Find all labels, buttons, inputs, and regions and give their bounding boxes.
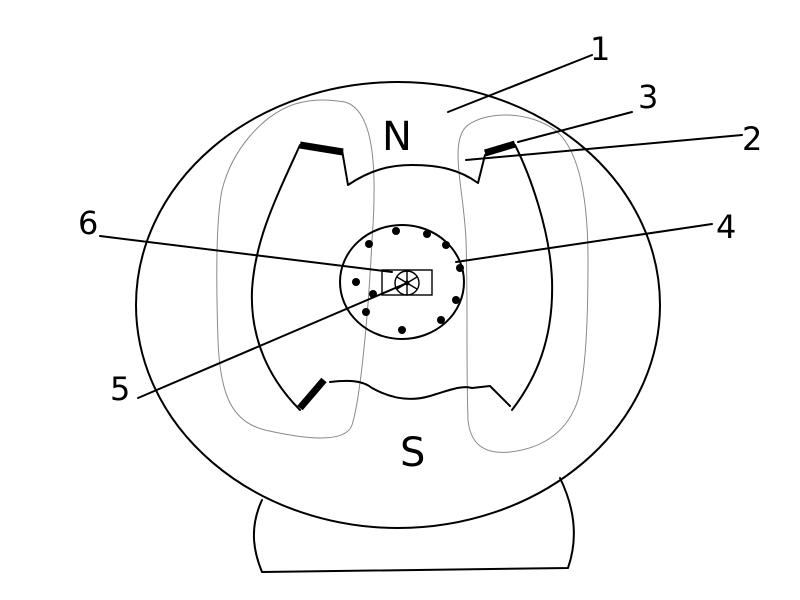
yoke-frame (135, 81, 661, 529)
leader-line-1 (447, 54, 593, 113)
conductor-dot (452, 296, 460, 304)
leader-line-5 (137, 282, 408, 399)
south-pole-label: S (400, 430, 425, 476)
north-pole-label: N (382, 114, 412, 160)
callout-2: 2 (742, 120, 762, 158)
callout-4: 4 (716, 208, 736, 246)
callout-1: 1 (590, 30, 610, 68)
south-pole-face (329, 379, 511, 407)
pole-shoe-right (511, 144, 554, 411)
armature (339, 224, 465, 340)
callout-6: 6 (78, 204, 98, 242)
leader-line-6 (99, 235, 393, 273)
callout-3: 3 (638, 78, 658, 116)
conductor-dot (423, 230, 431, 238)
coil-top-right (483, 140, 517, 157)
coil-bottom-left (297, 377, 327, 411)
conductor-dot (362, 308, 370, 316)
conductor-dot (398, 326, 406, 334)
leader-line-3 (517, 111, 633, 143)
conductor-dot (365, 240, 373, 248)
callout-5: 5 (110, 370, 130, 408)
conductor-dot (442, 241, 450, 249)
conductor-dot (456, 264, 464, 272)
conductor-dot (352, 278, 360, 286)
coil-top-left (299, 141, 344, 156)
flux-loop-right (457, 114, 589, 453)
flux-loop-left (216, 99, 375, 439)
motor-base (252, 477, 575, 573)
conductor-dot (392, 227, 400, 235)
armature-conductors (352, 227, 464, 334)
leader-line-2 (465, 134, 743, 161)
conductor-dot (437, 316, 445, 324)
north-pole-face (341, 149, 486, 186)
pole-shoe-left (250, 144, 301, 411)
leader-line-4 (455, 223, 713, 263)
